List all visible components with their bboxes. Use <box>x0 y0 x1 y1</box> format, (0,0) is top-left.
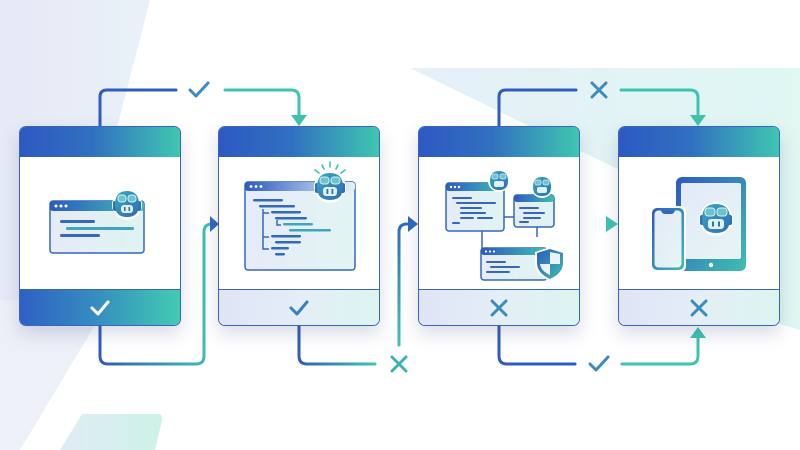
bg-left-lower <box>0 300 110 450</box>
stage-card-2 <box>218 126 380 326</box>
robot-avatar-icon <box>488 170 510 192</box>
x-icon <box>690 299 708 316</box>
robot-avatar-icon <box>699 202 733 236</box>
card-footer-status <box>619 289 779 325</box>
mobile-devices-illustration <box>650 177 746 272</box>
card-header <box>419 127 579 157</box>
browser-window-illustration <box>49 190 145 254</box>
card-footer-status <box>419 289 579 325</box>
x-icon <box>390 355 408 373</box>
bg-bottom-panel <box>60 414 163 450</box>
robot-avatar-icon <box>112 190 142 220</box>
stage-card-1 <box>19 126 181 326</box>
stage-card-4 <box>618 126 780 326</box>
robot-avatar-glowing-icon <box>314 161 346 203</box>
card-footer-status <box>219 289 379 325</box>
stage-card-3 <box>418 126 580 326</box>
robot-avatar-icon <box>531 176 553 198</box>
check-icon <box>289 300 309 315</box>
check-icon <box>90 300 110 315</box>
card-header <box>219 127 379 157</box>
shield-icon <box>535 247 565 281</box>
phone-icon <box>650 206 686 272</box>
card-header <box>20 127 180 157</box>
x-icon <box>490 299 508 316</box>
check-icon <box>188 81 210 98</box>
code-tree-illustration <box>244 161 356 271</box>
multi-window-security-illustration <box>445 170 565 281</box>
card-header <box>619 127 779 157</box>
x-icon <box>590 81 608 99</box>
check-icon <box>588 355 610 372</box>
card-footer-status <box>20 289 180 325</box>
